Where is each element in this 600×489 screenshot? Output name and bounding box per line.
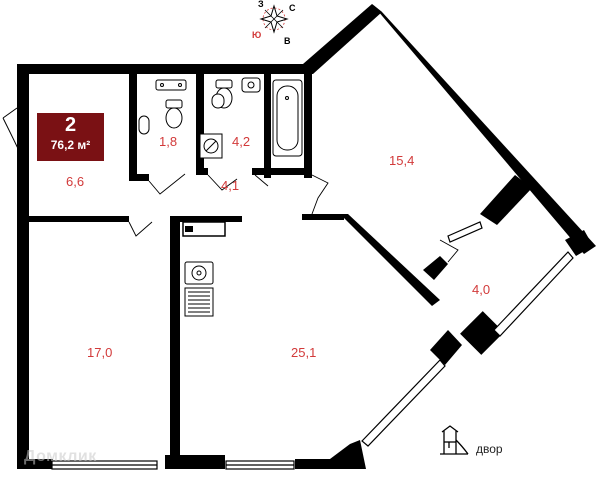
sanitary-fixtures bbox=[138, 77, 303, 317]
room-area-bedroom-left: 17,0 bbox=[87, 345, 112, 360]
exterior-walls bbox=[17, 4, 596, 469]
room-area-wc: 1,8 bbox=[159, 134, 177, 149]
interior-doors bbox=[128, 173, 459, 263]
compass-rose: З С В Ю bbox=[252, 0, 296, 46]
yard-label: двор bbox=[476, 442, 503, 456]
watermark-logo: Домклик bbox=[24, 448, 97, 465]
compass-north: З bbox=[258, 0, 264, 9]
room-area-corridor: 4,1 bbox=[221, 178, 239, 193]
compass-south: В bbox=[284, 36, 291, 46]
total-area: 76,2 м² bbox=[50, 138, 91, 152]
room-count: 2 bbox=[64, 114, 77, 136]
compass-east: С bbox=[289, 3, 296, 13]
room-labels: 6,6 1,8 4,2 4,1 15,4 4,0 17,0 25,1 bbox=[66, 134, 490, 360]
windows bbox=[51, 221, 574, 470]
compass-west: Ю bbox=[252, 30, 261, 40]
playground-icon bbox=[440, 425, 469, 455]
room-area-balcony: 4,0 bbox=[472, 282, 490, 297]
room-area-hall: 6,6 bbox=[66, 174, 84, 189]
room-area-bath: 4,2 bbox=[232, 134, 250, 149]
room-area-living-kitchen: 25,1 bbox=[291, 345, 316, 360]
entrance-door bbox=[2, 107, 22, 156]
interior-walls bbox=[29, 74, 593, 462]
apartment-badge: 2 76,2 м² bbox=[37, 113, 104, 161]
room-area-bedroom-big: 15,4 bbox=[389, 153, 414, 168]
